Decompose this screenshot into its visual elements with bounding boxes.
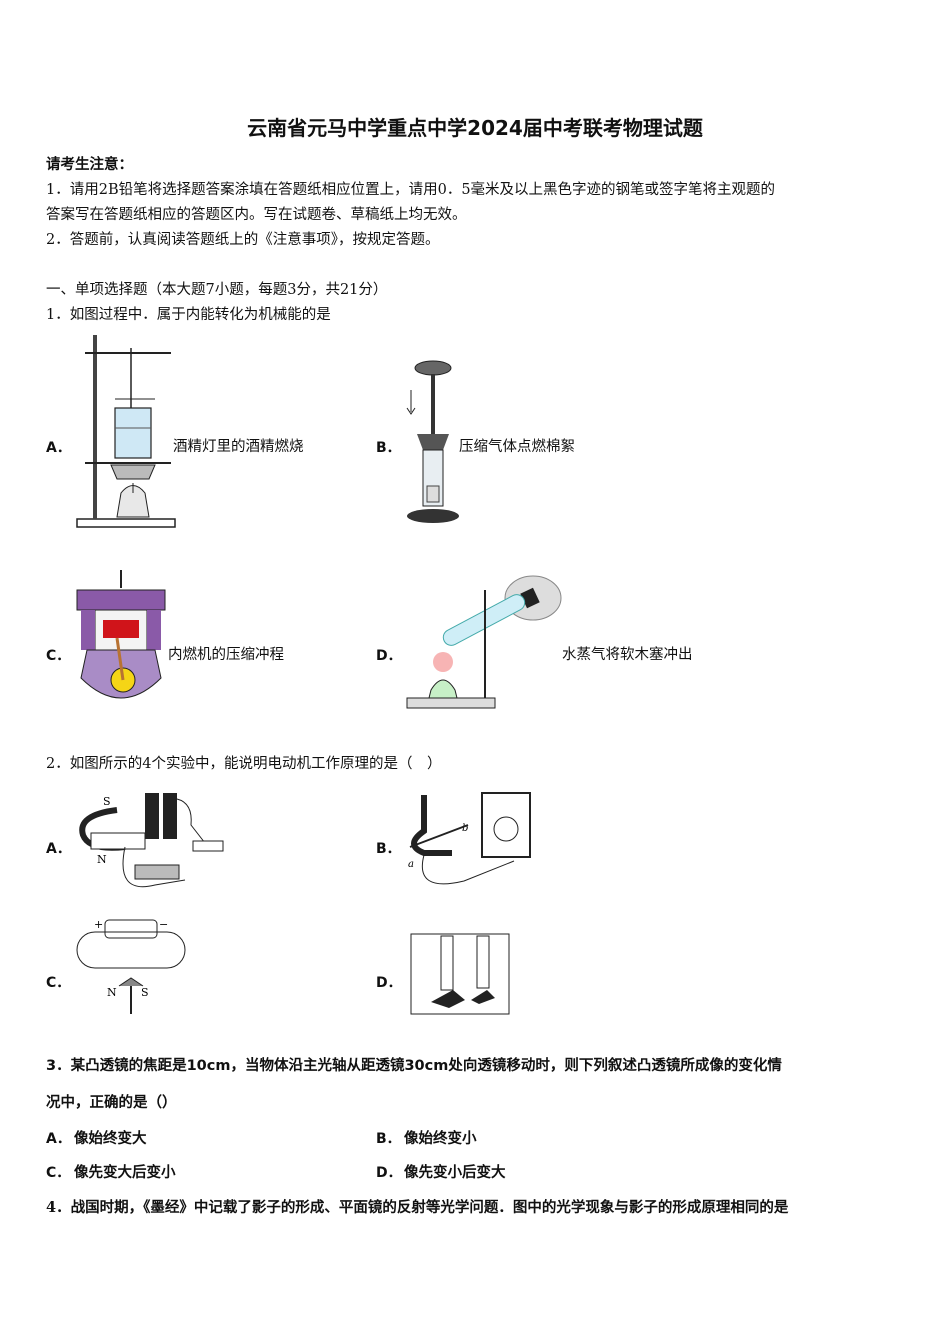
q3-stem-line-1: 3．某凸透镜的焦距是10cm，当物体沿主光轴从距透镜30cm处向透镜移动时，则下…	[46, 1058, 782, 1074]
q4-stem: 4．战国时期，《墨经》中记载了影子的形成、平面镜的反射等光学问题．图中的光学现象…	[46, 1199, 789, 1216]
q3-option-c-letter[interactable]: C．	[46, 1165, 71, 1181]
compass-loop-figure: + − N S	[76, 918, 186, 1014]
q3-stem-line-2: 况中，正确的是（）	[46, 1094, 177, 1111]
galvanometer-figure: b a	[408, 792, 531, 885]
q1-option-a-letter[interactable]: A．	[46, 440, 71, 456]
q3-option-d-letter[interactable]: D．	[376, 1165, 402, 1181]
battery-minus-label: −	[159, 918, 168, 931]
steam-cork-figure	[406, 575, 562, 709]
alcohol-lamp-figure	[76, 335, 176, 528]
compass-pole-n-label: N	[107, 986, 117, 999]
figure-label-b: b	[462, 823, 468, 834]
section-heading: 一、单项选择题（本大题7小题，每题3分，共21分）	[46, 282, 388, 298]
q3-option-c-text[interactable]: 像先变大后变小	[74, 1164, 176, 1181]
q2-option-b-letter[interactable]: B．	[376, 841, 401, 857]
q1-option-d-text[interactable]: 水蒸气将软木塞冲出	[562, 647, 693, 663]
q1-option-a-text[interactable]: 酒精灯里的酒精燃烧	[173, 439, 304, 455]
q1-option-b-letter[interactable]: B．	[376, 440, 401, 456]
battery-plus-label: +	[94, 918, 103, 931]
air-compression-figure	[406, 360, 459, 523]
engine-compression-figure	[76, 570, 166, 699]
q2-option-c-letter[interactable]: C．	[46, 975, 71, 991]
page-title: 云南省元马中学重点中学2024届中考联考物理试题	[247, 116, 703, 140]
q1-option-c-letter[interactable]: C．	[46, 648, 71, 664]
q2-option-d-letter[interactable]: D．	[376, 975, 402, 991]
q1-stem: 1．如图过程中．属于内能转化为机械能的是	[46, 307, 331, 323]
magnet-pole-s-label: S	[103, 795, 111, 808]
notice-item-1-line-2: 答案写在答题纸相应的答题区内。写在试题卷、草稿纸上均无效。	[46, 207, 467, 223]
q1-option-b-text[interactable]: 压缩气体点燃棉絮	[459, 439, 575, 455]
q1-option-c-text[interactable]: 内燃机的压缩冲程	[168, 647, 284, 663]
q3-option-a-letter[interactable]: A．	[46, 1131, 71, 1147]
compass-pole-s-label: S	[141, 986, 149, 999]
figure-label-a: a	[408, 859, 414, 870]
q3-option-b-letter[interactable]: B．	[376, 1131, 401, 1147]
magnet-pole-n-label: N	[97, 853, 107, 866]
notice-item-2: 2．答题前，认真阅读答题纸上的《注意事项》，按规定答题。	[46, 232, 440, 248]
q2-stem: 2．如图所示的4个实验中，能说明电动机工作原理的是（ ）	[46, 756, 442, 772]
notice-heading: 请考生注意：	[46, 156, 133, 173]
q3-option-d-text[interactable]: 像先变小后变大	[404, 1164, 506, 1181]
notice-item-1-line-1: 1．请用2B铅笔将选择题答案涂填在答题纸相应位置上，请用0．5毫米及以上黑色字迹…	[46, 182, 776, 198]
q3-option-a-text[interactable]: 像始终变大	[74, 1130, 147, 1147]
q1-option-d-letter[interactable]: D．	[376, 648, 402, 664]
q2-option-a-letter[interactable]: A．	[46, 841, 71, 857]
electromagnet-figure	[410, 933, 510, 1015]
magnet-rail-figure: S N	[79, 793, 224, 888]
q3-option-b-text[interactable]: 像始终变小	[404, 1130, 477, 1147]
